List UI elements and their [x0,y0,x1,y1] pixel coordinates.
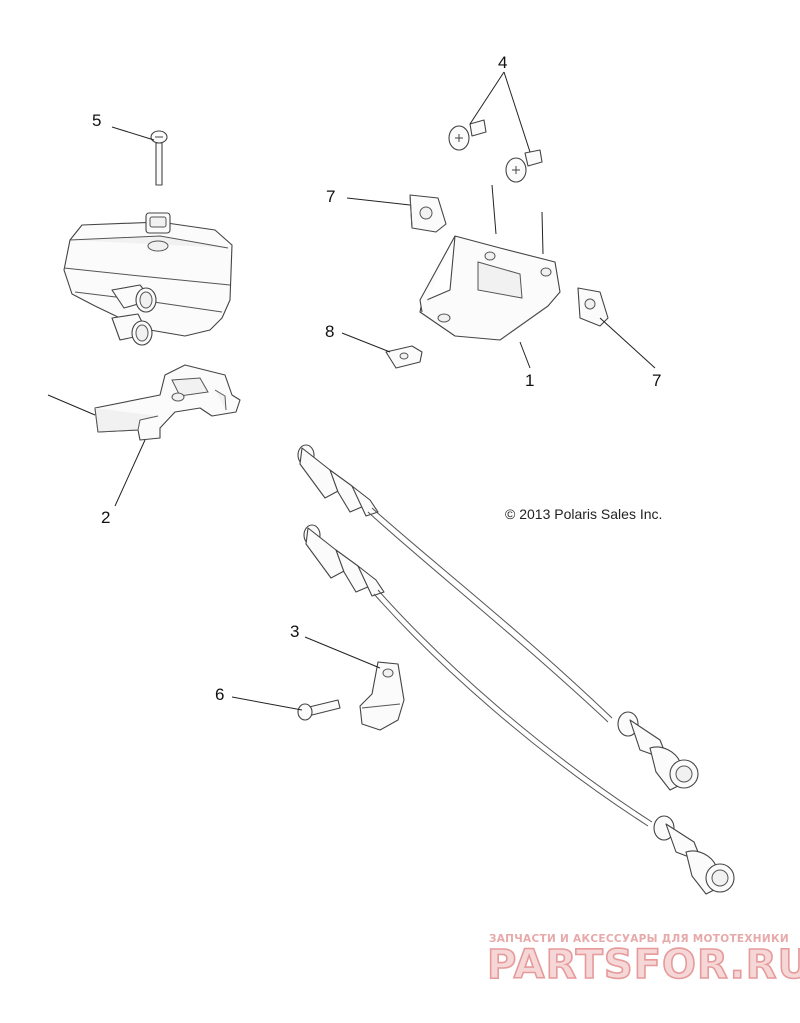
clip-nut-part-7-a[interactable] [409,194,447,233]
mount-bracket-part-2[interactable] [94,364,241,441]
sensor-cable-lower[interactable] [303,524,735,895]
callout-labels: 5 4 7 8 1 7 2 3 6 [92,53,661,704]
leader-lines [47,71,656,711]
callout-4: 4 [498,53,507,72]
callout-6: 6 [215,685,224,704]
p-clamp-part-3[interactable] [359,661,405,731]
watermark-subtitle: ЗАПЧАСТИ И АКСЕССУАРЫ ДЛЯ МОТОТЕХНИКИ [489,933,789,945]
watermark-logo: PARTSFOR.RU [487,942,800,988]
copyright-notice: © 2013 Polaris Sales Inc. [505,506,662,522]
callout-3: 3 [290,622,299,641]
bolt-part-6[interactable] [297,699,341,721]
callout-1: 1 [525,371,534,390]
clip-part-8[interactable] [385,345,423,369]
watermark: ЗАПЧАСТИ И АКСЕССУАРЫ ДЛЯ МОТОТЕХНИКИ PA… [486,933,800,989]
callout-5: 5 [92,111,101,130]
callout-7-upper: 7 [326,187,335,206]
callout-7-right: 7 [652,371,661,390]
screw-part-4-a[interactable] [448,119,487,151]
screw-part-4-b[interactable] [505,149,543,183]
bracket-plate-part-1[interactable] [419,184,561,341]
screw-long-part-5[interactable] [150,130,168,186]
electrical-module[interactable] [63,212,233,346]
callout-8: 8 [325,322,334,341]
sensor-cable-upper[interactable] [297,444,699,791]
clip-nut-part-7-b[interactable] [577,287,609,327]
callout-2: 2 [101,508,110,527]
